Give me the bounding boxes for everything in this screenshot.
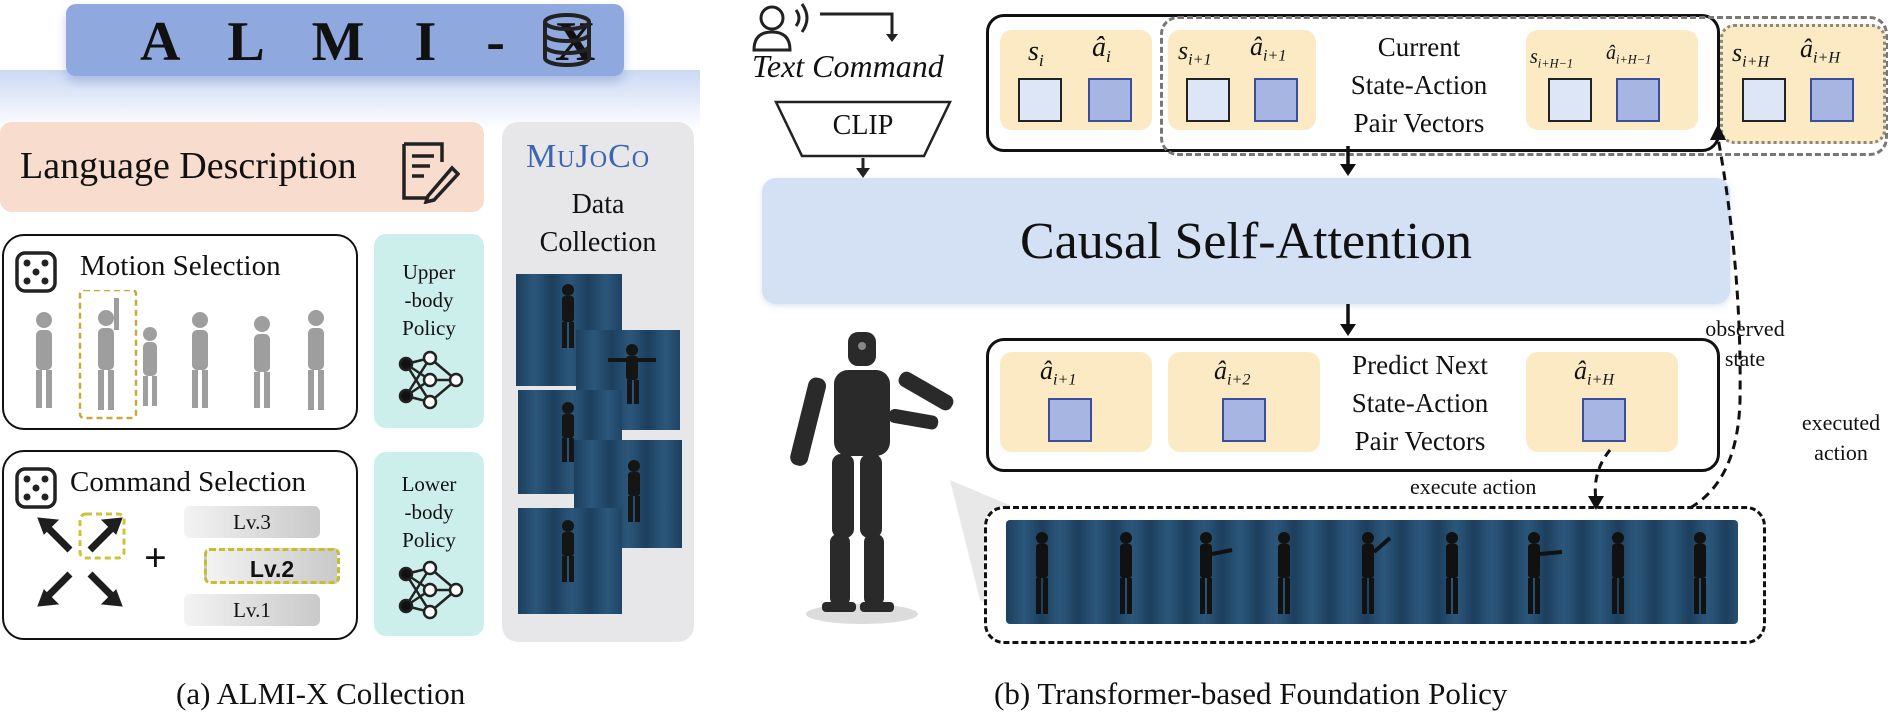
execution-robots [1036, 532, 1706, 614]
mujoco-subtitle: Data Collection [539, 189, 657, 258]
writing-pad-icon [402, 142, 460, 204]
state-i-label: si [1028, 36, 1044, 71]
state-square [1018, 78, 1062, 122]
predict-pairs-label: Predict Next State-Action Pair Vectors [1351, 350, 1489, 456]
state-i+H-1-label: si+H−1 [1530, 46, 1574, 71]
causal-attention-label: Causal Self-Attention [1019, 213, 1473, 270]
command-selection-label: Command Selection [70, 466, 306, 498]
neural-network-icon [398, 350, 464, 410]
arrow-down [1340, 146, 1356, 176]
pred-action-i+H-label: âi+H [1574, 356, 1614, 389]
action-square [1582, 398, 1626, 442]
motion-figures [36, 290, 324, 420]
action-i+H-1-label: âi+H−1 [1606, 42, 1652, 67]
database-icon [543, 13, 591, 67]
execute-action-label: execute action [1410, 474, 1537, 499]
dice-icon [15, 467, 57, 509]
state-i+H-label: si+H [1732, 38, 1770, 71]
arrow-down [1340, 304, 1356, 336]
lower-body-policy-label: Lower -body Policy [401, 472, 457, 552]
caption-a: (a) ALMI-X Collection [176, 676, 466, 711]
mujoco-logo: MuJoCo [526, 138, 651, 175]
title-glow [0, 70, 700, 130]
action-square [1222, 398, 1266, 442]
arrow-to-next-pair [1782, 136, 1812, 166]
motion-selection-label: Motion Selection [80, 250, 281, 282]
level-1: Lv.1 [184, 594, 320, 626]
level-3: Lv.3 [184, 506, 320, 538]
action-square [1088, 78, 1132, 122]
state-i+1-label: si+1 [1178, 36, 1212, 69]
state-square [1548, 78, 1592, 122]
text-command-label: Text Command [752, 48, 944, 84]
clip-label: CLIP [832, 110, 894, 141]
speaking-person-icon [752, 3, 898, 52]
observed-state-label: observed state [1705, 316, 1785, 371]
motion-selection-box [2, 234, 358, 430]
plus-sign: + [144, 535, 167, 580]
action-square [1810, 78, 1854, 122]
title-bar [66, 4, 624, 76]
dice-icon [15, 251, 57, 293]
current-pairs-label: Current State-Action Pair Vectors [1350, 32, 1488, 138]
language-description-label: Language Description [20, 145, 357, 187]
level-2: Lv.2 [204, 548, 340, 584]
humanoid-robot [790, 332, 954, 624]
action-i+H-label: âi+H [1800, 34, 1840, 67]
expand-arrows-icon [37, 512, 126, 607]
causal-attention-block [762, 178, 1730, 304]
caption-b: (b) Transformer-based Foundation Policy [994, 676, 1508, 711]
sim-robots [562, 284, 656, 582]
feedback-arrows [1588, 124, 1742, 510]
action-square [1254, 78, 1298, 122]
pred-action-i+1-label: âi+1 [1040, 356, 1077, 389]
action-i+1-label: âi+1 [1250, 32, 1287, 65]
panel-a-title: A L M I - X [140, 11, 614, 73]
pred-action-i+2-label: âi+2 [1214, 356, 1251, 389]
action-square [1048, 398, 1092, 442]
neural-network-icon [398, 560, 464, 620]
clip-encoder [774, 100, 952, 178]
action-i-label: âi [1092, 32, 1111, 67]
action-square [1616, 78, 1660, 122]
upper-body-policy-label: Upper -body Policy [402, 260, 456, 340]
state-square [1186, 78, 1230, 122]
state-square [1742, 78, 1786, 122]
window-shift-outline [1160, 16, 1888, 156]
executed-action-label: executed action [1801, 410, 1881, 465]
